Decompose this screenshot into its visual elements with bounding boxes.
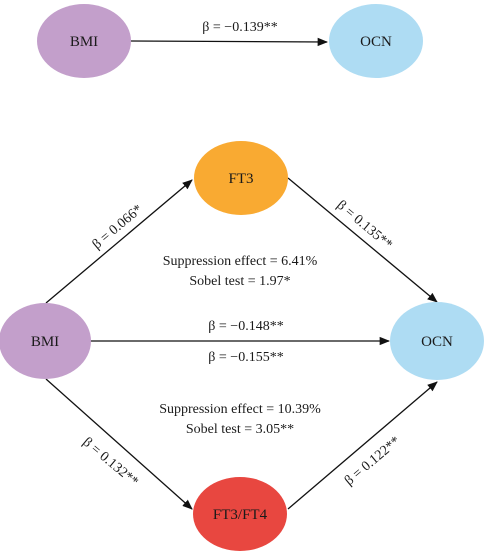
bmi-ft3ft4-beta-label: β = 0.132** (80, 435, 141, 490)
ft3ft4-node (193, 477, 287, 551)
ft3-suppression-text: Suppression effect = 6.41% (163, 254, 318, 269)
ocn-node (390, 302, 484, 380)
ft3ft4-ocn-arrow (287, 381, 438, 510)
ft3-label: FT3 (228, 171, 253, 187)
bmi-label: BMI (31, 334, 59, 350)
bmi-ft3-arrow (45, 179, 193, 304)
direct-beta-bottom-label: β = −0.155** (208, 350, 283, 365)
bmi-ft3-beta-label: β = 0.066* (90, 202, 146, 252)
ft3-node (194, 141, 288, 215)
top-beta-label: β = −0.139** (202, 20, 277, 35)
ft3ft4-ocn-beta-label: β = 0.122** (342, 434, 403, 489)
top-bmi-node (37, 4, 131, 78)
direct-beta-top-label: β = −0.148** (208, 319, 283, 334)
ft3-ocn-beta-label: β = 0.135** (334, 198, 395, 253)
ft3ft4-label: FT3/FT4 (213, 507, 268, 523)
ft3ft4-sobel-text: Sobel test = 3.05** (186, 422, 294, 437)
bmi-ft3ft4-arrow (45, 378, 193, 510)
bmi-node (0, 303, 91, 379)
top-bmi-ocn-arrow (130, 37, 329, 47)
top-bmi-label: BMI (70, 34, 98, 50)
top-ocn-label: OCN (360, 34, 392, 50)
ft3-sobel-text: Sobel test = 1.97* (189, 274, 290, 289)
ocn-label: OCN (421, 334, 453, 350)
ft3ft4-suppression-text: Suppression effect = 10.39% (159, 402, 321, 417)
ft3-ocn-arrow (287, 177, 438, 303)
top-ocn-node (329, 4, 423, 78)
